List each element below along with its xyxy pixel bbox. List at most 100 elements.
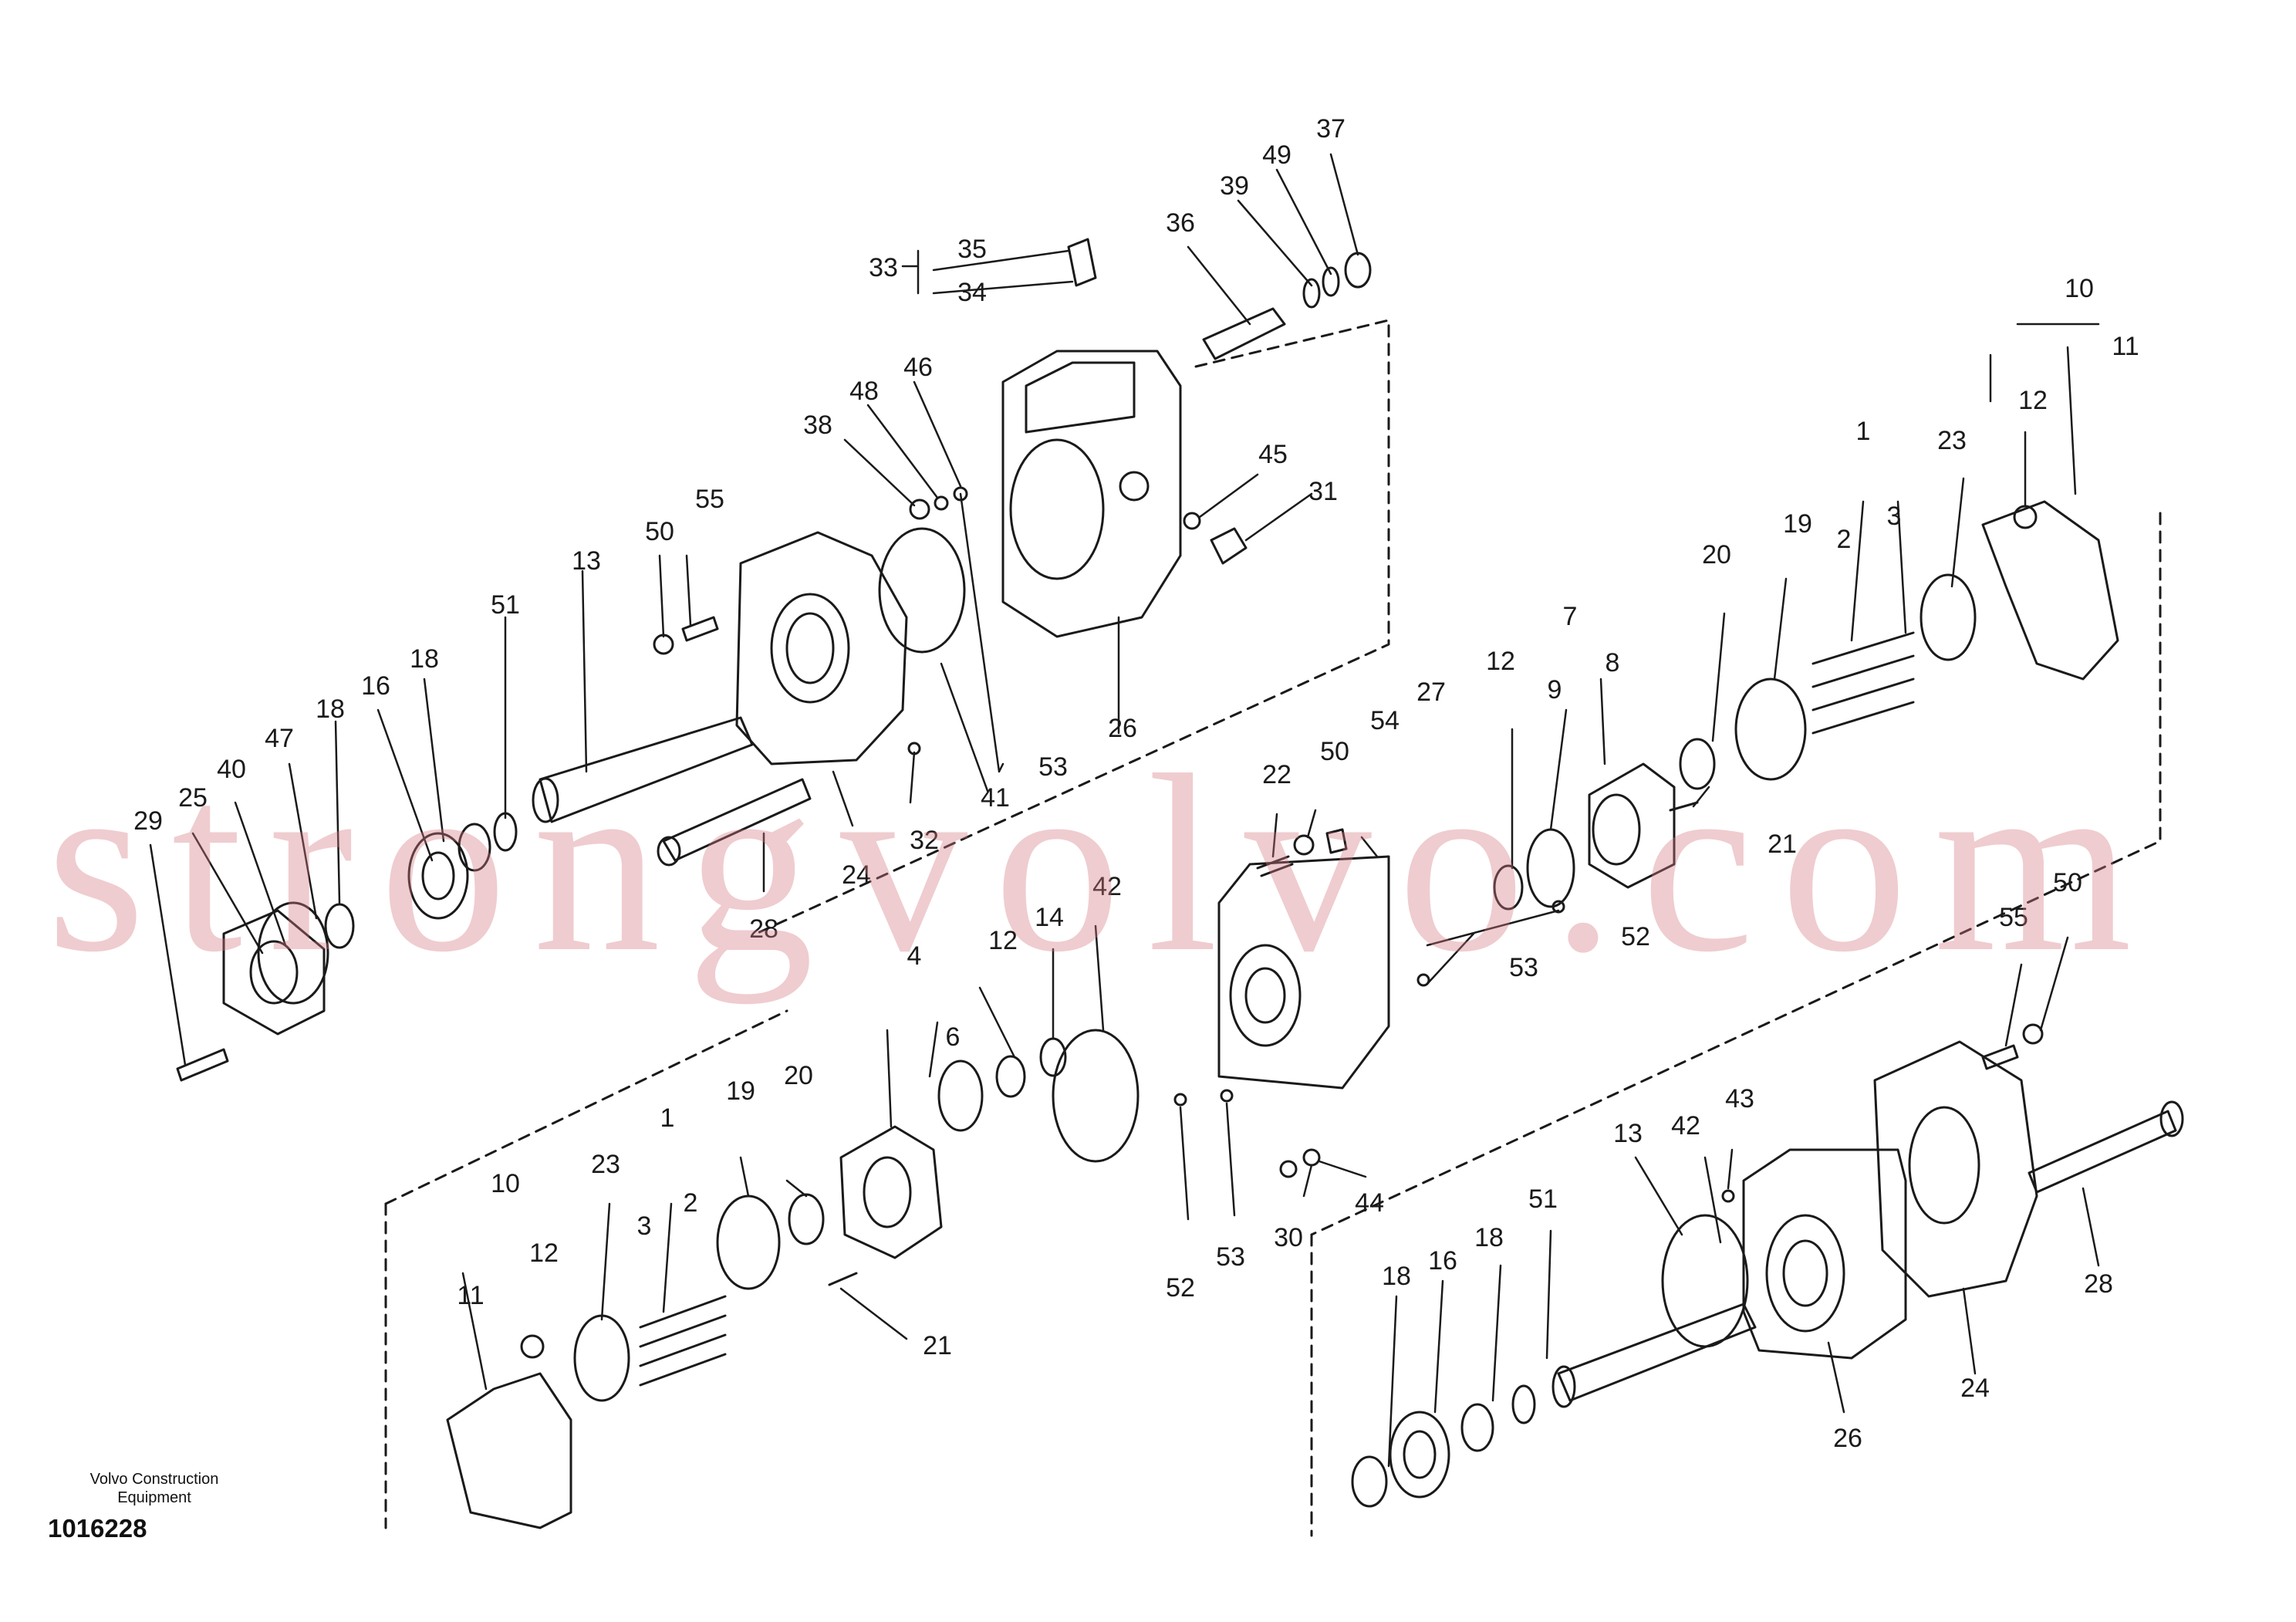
assembly-outline-lower (384, 1009, 1313, 1537)
callout-10-lower: 10 (491, 1169, 520, 1198)
swash-plate-11-upper (1981, 500, 2119, 681)
pin-43 (1721, 1189, 1735, 1203)
callout-23-upper: 23 (1937, 426, 1967, 455)
drive-shaft-lower (1551, 1303, 1757, 1408)
pin-52-lower (1173, 1093, 1187, 1107)
callout-28-lower: 28 (2084, 1269, 2113, 1299)
callout-51-lower: 51 (1528, 1184, 1558, 1214)
callout-6: 6 (946, 1022, 961, 1052)
callout-17-upper: 12 (1486, 647, 1515, 676)
callout-29: 29 (133, 806, 163, 836)
callout-1-upper: 1 (1856, 417, 1871, 446)
nut-50-lower (2022, 1023, 2044, 1045)
callout-53-mid: 53 (1509, 953, 1538, 982)
callout-14: 13 (1613, 1119, 1643, 1148)
callout-13: 13 (572, 546, 601, 576)
callout-50-upper: 50 (645, 517, 674, 546)
publisher-line-2: Equipment (117, 1489, 191, 1506)
callout-44: 44 (1355, 1188, 1384, 1218)
o-ring-48 (934, 495, 949, 511)
callout-12-lower: 12 (529, 1238, 559, 1268)
callout-31: 31 (1308, 477, 1338, 506)
valve-plate-6 (937, 1059, 984, 1132)
seal-cover-25 (222, 909, 326, 1036)
end-cover-upper (735, 531, 908, 765)
callout-12-upper: 12 (2018, 386, 2048, 415)
callout-48: 48 (849, 377, 879, 406)
spherical-bushing-20-lower (788, 1193, 825, 1245)
callout-7: 7 (1563, 602, 1578, 631)
ring-18-upper (458, 823, 491, 872)
callout-18-c: 18 (1474, 1223, 1504, 1252)
o-ring-41 (878, 527, 966, 654)
callout-43: 43 (1725, 1084, 1754, 1113)
callout-32: 32 (910, 826, 939, 855)
end-cover-lower (1873, 1040, 2038, 1298)
callout-19-upper: 19 (1783, 509, 1812, 539)
valve-block-27 (1217, 855, 1390, 1090)
retainer-plate-19-upper (1734, 678, 1807, 781)
callout-18-b: 18 (316, 694, 345, 724)
callout-9-upper: 9 (1548, 675, 1562, 705)
callout-52-upper: 52 (1621, 922, 1650, 951)
callout-26-upper: 26 (1108, 714, 1137, 743)
callout-51-upper: 51 (491, 590, 520, 620)
callout-36: 36 (1166, 208, 1195, 238)
bolt-28-lower (2028, 1100, 2184, 1194)
nut-50-mid (1293, 834, 1315, 856)
drawing-number: 1016228 (48, 1514, 147, 1543)
callout-41: 41 (981, 783, 1010, 813)
cylinder-block-8-upper (1588, 762, 1676, 889)
shoe-plate-23-lower (573, 1314, 630, 1402)
swash-plate-11-lower (446, 1334, 572, 1529)
ring-39 (1302, 278, 1321, 309)
callout-labels: 33 35 34 36 39 49 37 38 48 46 45 31 50 5… (133, 114, 2139, 1453)
callout-37: 37 (1316, 114, 1346, 144)
callout-24-lower: 24 (1960, 1374, 1990, 1403)
callout-20-lower: 20 (784, 1061, 813, 1090)
stud-55-lower (1981, 1044, 2019, 1070)
callout-21-lower: 21 (923, 1331, 952, 1360)
ring-18b-upper (324, 903, 355, 949)
callout-26-lower: 26 (1833, 1424, 1862, 1453)
callout-47: 47 (265, 724, 294, 753)
callout-2-upper: 2 (1837, 525, 1852, 554)
callout-11-upper: 11 (2112, 332, 2139, 361)
callout-55-upper: 55 (695, 485, 724, 514)
spherical-bushing-20-upper (1679, 738, 1716, 790)
plug-31 (1210, 527, 1248, 565)
callout-17-lower: 12 (988, 926, 1018, 955)
callout-4: 4 (907, 941, 922, 971)
cylinder-block-5 (839, 1125, 943, 1259)
callout-42-mid: 42 (1092, 872, 1122, 901)
spring-22 (1256, 855, 1294, 877)
callout-33: 33 (869, 253, 898, 282)
ring-49 (1322, 266, 1340, 297)
bushing-17-upper (1493, 864, 1524, 911)
bushing-17-lower (995, 1055, 1026, 1098)
adjust-screw-36 (1202, 307, 1286, 360)
callout-11-lower: 11 (457, 1281, 484, 1310)
callout-38: 38 (803, 411, 832, 440)
callout-18-d: 18 (1382, 1262, 1411, 1291)
plug-30 (1279, 1160, 1298, 1178)
publisher-caption: Volvo Construction Equipment (54, 1470, 255, 1507)
snap-ring-51-lower (1511, 1384, 1536, 1424)
o-ring-42-lower (1661, 1214, 1749, 1348)
retainer-plate-19-lower (716, 1195, 781, 1290)
callout-23-lower: 23 (591, 1150, 620, 1179)
valve-plate-9-upper (1526, 828, 1575, 908)
pin-53-lower (1220, 1089, 1234, 1103)
fitting-54 (1325, 828, 1348, 854)
callout-27: 27 (1416, 678, 1446, 707)
callout-28-upper: 28 (749, 914, 778, 944)
o-ring-42-mid (1052, 1029, 1140, 1163)
callout-18-a: 18 (410, 644, 439, 674)
pump-housing-upper (1001, 350, 1182, 638)
drive-shaft-upper (532, 716, 754, 823)
nut-37 (1344, 252, 1372, 289)
callout-25: 25 (178, 783, 208, 813)
lever-34 (1067, 238, 1097, 287)
o-ring-45 (1183, 512, 1201, 530)
